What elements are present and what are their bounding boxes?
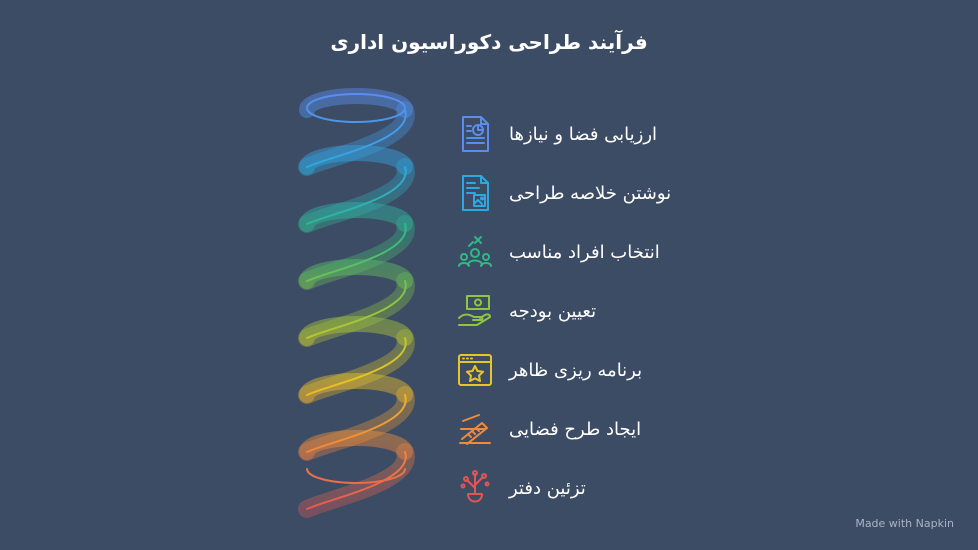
- spring-coil-edge: [306, 280, 407, 339]
- step-select-people: انتخاب افراد مناسب: [455, 230, 660, 274]
- spring-coil-edge: [306, 223, 407, 282]
- diagram-title: فرآیند طراحی دکوراسیون اداری: [330, 30, 648, 54]
- browser-star-icon: [458, 354, 492, 386]
- people-selection-icon: [458, 236, 492, 267]
- step-spatial-layout: ایجاد طرح فضایی: [455, 407, 641, 451]
- step-label: ارزیابی فضا و نیازها: [509, 123, 658, 145]
- step-label: انتخاب افراد مناسب: [509, 241, 660, 263]
- step-plan-appearance: برنامه ریزی ظاهر: [455, 348, 642, 392]
- step-set-budget: تعیین بودجه: [455, 289, 596, 333]
- step-label: ایجاد طرح فضایی: [509, 418, 642, 440]
- step-decorate-office: تزئین دفتر: [455, 466, 586, 510]
- step-label: تزئین دفتر: [509, 477, 586, 499]
- step-label: نوشتن خلاصه طراحی: [509, 182, 672, 204]
- spring-coil-band: [298, 443, 415, 518]
- napkin-watermark: Made with Napkin: [855, 517, 954, 530]
- spring-top-ring: [306, 93, 406, 123]
- drafting-ruler-icon: [459, 414, 491, 445]
- spring-coil-edge: [306, 451, 407, 510]
- step-label: تعیین بودجه: [509, 300, 597, 322]
- document-chart-icon: [462, 116, 489, 152]
- spring-bottom-ring: [306, 468, 406, 484]
- spring-coil-edge: [306, 394, 407, 453]
- step-design-brief: نوشتن خلاصه طراحی: [455, 171, 671, 215]
- document-image-icon: [462, 175, 489, 211]
- spring-coil-edge: [306, 166, 407, 225]
- plant-pot-icon: [460, 470, 490, 503]
- spring-coil-edge: [306, 109, 407, 168]
- money-hand-icon: [458, 295, 491, 326]
- spring-coil-edge: [306, 337, 407, 396]
- step-label: برنامه ریزی ظاهر: [509, 359, 643, 381]
- step-assess-space: ارزیابی فضا و نیازها: [455, 112, 657, 156]
